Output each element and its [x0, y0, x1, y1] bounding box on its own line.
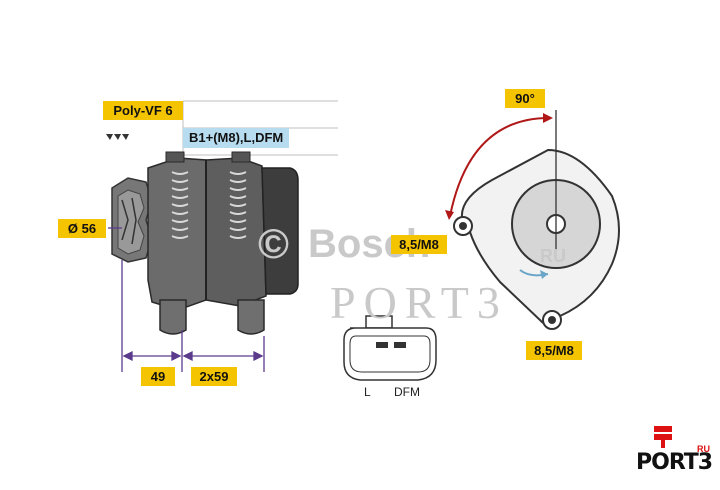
pin-l — [376, 342, 388, 348]
dimension-2x59-label: 2x59 — [191, 367, 237, 386]
pin-dfm-label: DFM — [394, 385, 420, 399]
watermark-ru: RU — [540, 246, 566, 266]
watermark-copyright: © — [258, 220, 289, 267]
port3-logo: PORT3 RU — [636, 424, 716, 484]
piston-icon — [654, 426, 672, 448]
dimension-49-label: 49 — [141, 367, 175, 386]
logo-text: PORT3 — [636, 450, 713, 475]
angle-arc — [445, 113, 553, 220]
vent-slots — [171, 171, 247, 239]
belt-profile-icon — [106, 134, 129, 140]
mount-upper-label: 8,5/M8 — [391, 235, 447, 254]
connector-plug — [343, 315, 437, 381]
mount-boss — [165, 151, 185, 163]
alternator-side-view — [111, 151, 299, 335]
pin-l-label: L — [364, 385, 371, 399]
mount-boss — [231, 151, 251, 163]
rear-cover — [261, 167, 299, 295]
pulley — [111, 177, 153, 263]
logo-sub: RU — [697, 444, 710, 454]
rear-housing — [205, 157, 267, 307]
alternator-end-view — [453, 110, 620, 330]
watermark-port: PORT3 — [330, 277, 508, 328]
mount-foot-front — [159, 299, 187, 335]
mount-foot-rear — [237, 299, 265, 335]
belt-label: Poly-VF 6 — [103, 101, 183, 120]
mount-lower-label: 8,5/M8 — [526, 341, 582, 360]
connections-label: B1+(M8),L,DFM — [183, 128, 290, 148]
pin-dfm — [394, 342, 406, 348]
angle-label: 90° — [505, 89, 545, 108]
pulley-diameter-label: Ø 56 — [58, 219, 106, 238]
dimension-lines — [108, 227, 265, 372]
